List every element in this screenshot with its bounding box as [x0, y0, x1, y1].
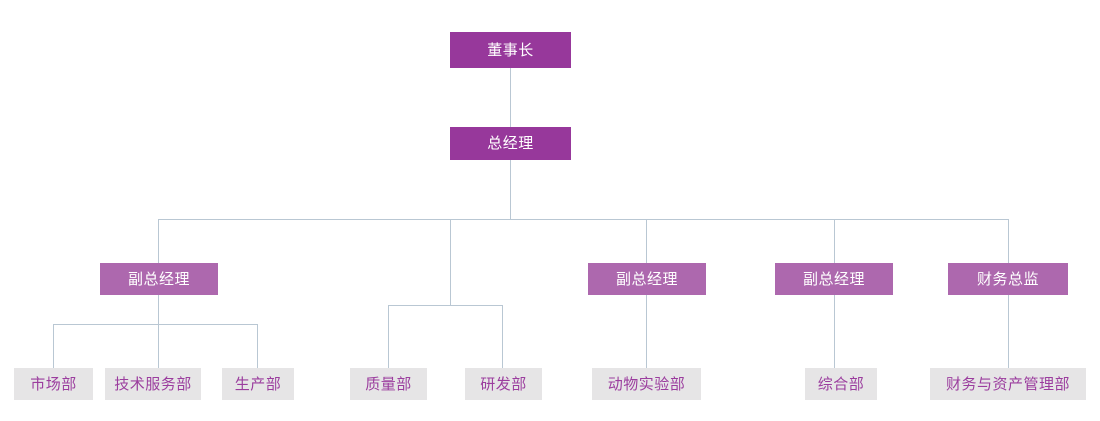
connector-deputy-1-down	[158, 295, 159, 324]
connector-to-marketing	[53, 324, 54, 368]
node-dept-quality[interactable]: 质量部	[350, 368, 427, 400]
node-deputy-gm-3-label: 副总经理	[615, 270, 678, 288]
node-dept-tech-service[interactable]: 技术服务部	[105, 368, 201, 400]
connector-to-rnd	[502, 305, 503, 368]
node-dept-finance-asset[interactable]: 财务与资产管理部	[930, 368, 1086, 400]
connector-to-quality	[388, 305, 389, 368]
node-chairman-label: 董事长	[487, 41, 534, 59]
connector-bus-to-deputy-4	[834, 219, 835, 263]
connector-to-production	[257, 324, 258, 368]
node-dept-animal-lab-label: 动物实验部	[607, 375, 686, 393]
node-dept-rnd[interactable]: 研发部	[465, 368, 542, 400]
node-deputy-gm-1-label: 副总经理	[127, 270, 190, 288]
connector-to-tech-service	[158, 324, 159, 368]
node-general-manager[interactable]: 总经理	[450, 127, 571, 160]
node-finance-director-label: 财务总监	[976, 270, 1039, 288]
node-deputy-gm-1[interactable]: 副总经理	[100, 263, 218, 295]
node-dept-quality-label: 质量部	[365, 375, 412, 393]
connector-bus-to-finance-director	[1008, 219, 1009, 263]
node-dept-production-label: 生产部	[234, 375, 282, 393]
connector-gm-down	[510, 160, 511, 219]
connector-deputy-2-bus	[388, 305, 503, 306]
node-deputy-gm-4-label: 副总经理	[802, 270, 865, 288]
node-dept-marketing[interactable]: 市场部	[14, 368, 93, 400]
connector-main-bus	[158, 219, 1009, 220]
connector-bus-to-deputy-3	[646, 219, 647, 263]
node-dept-production[interactable]: 生产部	[222, 368, 294, 400]
connector-bus-to-deputy-1	[158, 219, 159, 263]
node-dept-tech-service-label: 技术服务部	[114, 375, 192, 393]
node-deputy-gm-3[interactable]: 副总经理	[588, 263, 706, 295]
connector-to-animal-lab	[646, 295, 647, 368]
node-dept-marketing-label: 市场部	[30, 375, 77, 393]
connector-to-finance-asset	[1008, 295, 1009, 368]
connector-deputy-1-bus	[53, 324, 258, 325]
node-finance-director[interactable]: 财务总监	[948, 263, 1068, 295]
connector-bus-to-deputy-2-branch	[450, 219, 451, 305]
node-general-manager-label: 总经理	[487, 135, 534, 152]
node-dept-animal-lab[interactable]: 动物实验部	[592, 368, 701, 400]
node-dept-finance-asset-label: 财务与资产管理部	[945, 375, 1070, 393]
node-dept-rnd-label: 研发部	[480, 375, 527, 393]
node-dept-general-affairs-label: 综合部	[817, 375, 865, 393]
node-deputy-gm-4[interactable]: 副总经理	[775, 263, 893, 295]
node-dept-general-affairs[interactable]: 综合部	[805, 368, 877, 400]
connector-to-general-affairs	[834, 295, 835, 368]
connector-chairman-to-gm	[510, 68, 511, 127]
node-chairman[interactable]: 董事长	[450, 32, 571, 68]
